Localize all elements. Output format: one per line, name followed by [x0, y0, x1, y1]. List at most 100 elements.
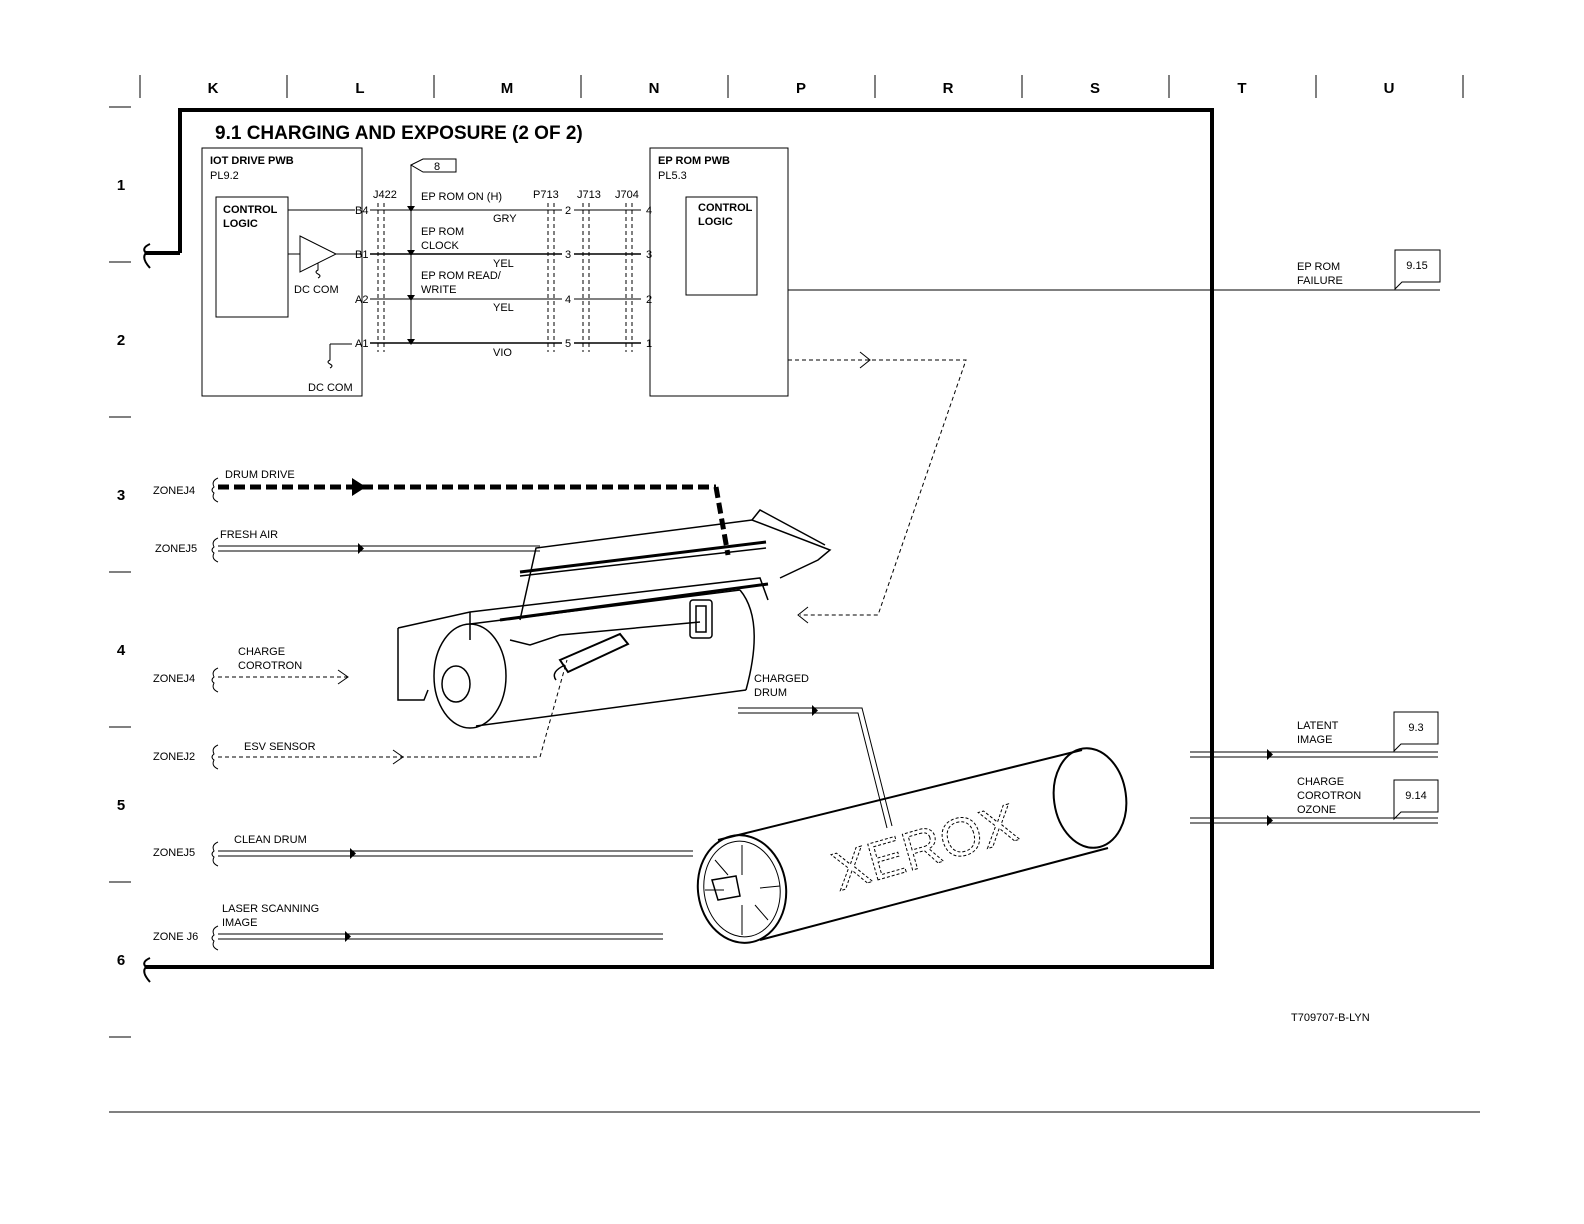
- zone-brace: [211, 925, 219, 951]
- col-label: M: [501, 80, 514, 97]
- output-label: CHARGE: [1297, 776, 1344, 788]
- ref-flag-9-14: [1393, 779, 1439, 821]
- zone-label: ZONEJ5: [155, 543, 197, 555]
- signal-label: EP ROM ON (H): [421, 191, 502, 203]
- pin-number: 1: [646, 338, 652, 350]
- drum-cartridge-illustration: [397, 509, 832, 729]
- ref-8-label: 8: [434, 161, 440, 173]
- wire-color: VIO: [493, 347, 512, 359]
- charged-drum-label: CHARGED: [754, 673, 809, 685]
- dc-com-label: DC COM: [294, 284, 339, 296]
- connector-dashes: [377, 203, 633, 352]
- ref-9-15: 9.15: [1406, 260, 1427, 272]
- input-label: CHARGE: [238, 646, 285, 658]
- row-label: 5: [117, 797, 125, 814]
- zone-brace: [211, 667, 219, 693]
- ep-pwb-name: EP ROM PWB: [658, 155, 730, 167]
- row-label: 6: [117, 952, 125, 969]
- iot-logic-label: CONTROL: [223, 204, 278, 216]
- zone-label: ZONE J6: [153, 931, 198, 943]
- zone-label: ZONEJ5: [153, 847, 195, 859]
- col-label: U: [1384, 80, 1395, 97]
- iot-pwb-name: IOT DRIVE PWB: [210, 155, 294, 167]
- zone-label: ZONEJ4: [153, 673, 195, 685]
- pin-label: A2: [355, 294, 368, 306]
- ref-9-3: 9.3: [1408, 722, 1423, 734]
- part-id: T709707-B-LYN: [1291, 1012, 1370, 1024]
- pin-label: B4: [355, 205, 368, 217]
- row-label: 4: [117, 642, 126, 659]
- output-label: COROTRON: [1297, 790, 1361, 802]
- pin-number: 3: [565, 249, 571, 261]
- wires: [370, 209, 641, 344]
- ground-symbol: [315, 263, 321, 279]
- wire-color: YEL: [493, 302, 514, 314]
- wire-color: YEL: [493, 258, 514, 270]
- signal-label: CLOCK: [421, 240, 460, 252]
- row-label: 3: [117, 487, 125, 504]
- ep-control-logic-box: [685, 196, 758, 296]
- output-label: LATENT: [1297, 720, 1339, 732]
- input-label: COROTRON: [238, 660, 302, 672]
- signal-label: EP ROM: [421, 226, 464, 238]
- ref-8-flag: [409, 158, 457, 173]
- main-frame: [145, 108, 1214, 969]
- wire-color: GRY: [493, 213, 517, 225]
- input-label: ESV SENSOR: [244, 741, 316, 753]
- ep-logic-label: LOGIC: [698, 216, 733, 228]
- iot-drive-pwb: [201, 147, 363, 397]
- pin-number: 4: [565, 294, 571, 306]
- frame-brace-top: [143, 243, 151, 269]
- output-label: IMAGE: [1297, 734, 1332, 746]
- ep-rom-pwb: [649, 147, 789, 397]
- input-label: DRUM DRIVE: [225, 469, 295, 481]
- pin-number: 2: [646, 294, 652, 306]
- zone-label: ZONEJ2: [153, 751, 195, 763]
- dc-com-label: DC COM: [308, 382, 353, 394]
- pin-number: 5: [565, 338, 571, 350]
- output-latent-image: LATENT IMAGE 9.3: [1190, 711, 1439, 760]
- connector-p713: P713: [533, 189, 559, 201]
- zone-brace: [211, 744, 219, 770]
- col-label: T: [1237, 80, 1246, 97]
- zone-brace: [211, 537, 219, 563]
- page-title: 9.1 CHARGING AND EXPOSURE (2 OF 2): [215, 123, 583, 144]
- connector-j713: J713: [577, 189, 601, 201]
- col-label: L: [355, 80, 364, 97]
- signal-label: EP ROM READ/: [421, 270, 502, 282]
- pin-number: 2: [565, 205, 571, 217]
- input-label: IMAGE: [222, 917, 257, 929]
- pin-label: A1: [355, 338, 368, 350]
- pin-number: 3: [646, 249, 652, 261]
- ep-rom-link: [788, 359, 967, 616]
- input-label: CLEAN DRUM: [234, 834, 307, 846]
- output-corotron-ozone: CHARGE COROTRON OZONE 9.14: [1190, 776, 1439, 826]
- ep-logic-label: CONTROL: [698, 202, 753, 214]
- charged-drum-label: DRUM: [754, 687, 787, 699]
- col-label: P: [796, 80, 806, 97]
- grid-columns: K L M N P R S T U: [139, 75, 1464, 98]
- zone-brace: [211, 841, 219, 867]
- col-label: R: [943, 80, 954, 97]
- ep-rom-failure-label: FAILURE: [1297, 275, 1343, 287]
- zone-label: ZONEJ4: [153, 485, 195, 497]
- drum-illustration: [696, 747, 1128, 944]
- iot-logic-label: LOGIC: [223, 218, 258, 230]
- row-label: 2: [117, 332, 125, 349]
- ref-flag-9-3: [1393, 711, 1439, 753]
- output-label: OZONE: [1297, 804, 1336, 816]
- ep-rom-failure-label: EP ROM: [1297, 261, 1340, 273]
- input-label: LASER SCANNING: [222, 903, 319, 915]
- ref-flag-9-15: [1394, 249, 1441, 291]
- signal-label: WRITE: [421, 284, 456, 296]
- ep-pwb-pl: PL5.3: [658, 170, 687, 182]
- ref-9-14: 9.14: [1405, 790, 1426, 802]
- connector-j704: J704: [615, 189, 639, 201]
- connector-j422: J422: [373, 189, 397, 201]
- drum-brand-text: XEROX: [826, 793, 1024, 903]
- pin-number: 4: [646, 205, 652, 217]
- col-label: N: [649, 80, 660, 97]
- ground-symbol: [327, 344, 333, 369]
- iot-pwb-pl: PL9.2: [210, 170, 239, 182]
